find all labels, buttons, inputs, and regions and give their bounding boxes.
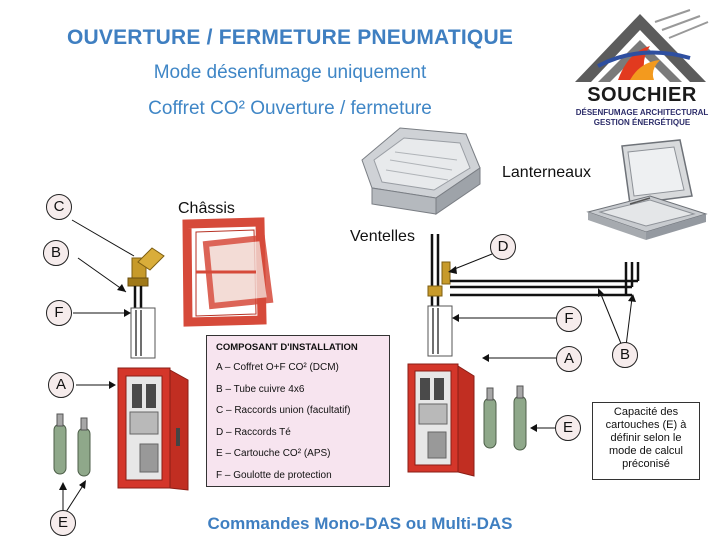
arrow-left-f [124, 309, 131, 317]
arrow-left-e-2 [79, 480, 86, 489]
legend-item: D – Raccords Té [216, 426, 291, 438]
marker-right-e: E [555, 415, 581, 441]
page-subtitle-mode: Mode désenfumage uniquement [153, 62, 427, 83]
marker-left-c: C [46, 194, 72, 220]
arrow-right-b-2 [628, 294, 636, 302]
marker-left-e: E [50, 510, 76, 536]
marker-left-a: A [48, 372, 74, 398]
arrow-left-e-1 [59, 482, 67, 490]
legend-item: A – Coffret O+F CO² (DCM) [216, 362, 339, 373]
souchier-logo-tagline: DÉSENFUMAGE ARCHITECTURAL GESTION ÉNERGÉ… [575, 108, 709, 127]
lanterneau-unit [586, 139, 708, 240]
capacity-note: Capacité des cartouches (E) à définir se… [592, 402, 700, 480]
label-lanterneaux: Lanterneaux [502, 164, 591, 181]
arrow-left-a [109, 381, 116, 389]
legend-item: B – Tube cuivre 4x6 [216, 383, 305, 395]
arrow-right-d [448, 266, 457, 274]
arrow-right-b-1 [598, 288, 604, 297]
arrow-right-e [530, 424, 537, 432]
left-fitting [127, 247, 165, 287]
page-subtitle-coffret: Coffret CO² Ouverture / fermeture [148, 98, 432, 119]
right-co2-cabinet [407, 363, 475, 477]
marker-right-b: B [612, 342, 638, 368]
arrow-left-c [71, 219, 135, 257]
marker-right-f: F [556, 306, 582, 332]
left-duct [130, 307, 156, 359]
left-co2-cabinet [117, 367, 189, 491]
legend-item: E – Cartouche CO² (APS) [216, 448, 331, 459]
left-co2-cylinders [53, 413, 91, 477]
marker-right-d: D [490, 234, 516, 260]
page-title: OUVERTURE / FERMETURE PNEUMATIQUE [66, 26, 514, 49]
label-ventelles: Ventelles [350, 228, 415, 245]
chassis-frame [182, 217, 274, 327]
souchier-logo-graphic [575, 9, 709, 82]
label-chassis: Châssis [178, 200, 235, 217]
right-piping [427, 234, 640, 306]
arrow-right-f [452, 314, 459, 322]
arrow-left-b [117, 284, 126, 292]
legend-item: F – Goulotte de protection [216, 469, 332, 481]
right-co2-cylinders [483, 385, 527, 451]
legend-title: COMPOSANT D'INSTALLATION [216, 342, 358, 353]
marker-right-a: A [556, 346, 582, 372]
arrow-right-a [482, 354, 489, 362]
marker-left-b: B [43, 240, 69, 266]
right-duct [427, 305, 453, 357]
marker-left-f: F [46, 300, 72, 326]
component-legend: COMPOSANT D'INSTALLATION A – Coffret O+F… [206, 335, 390, 487]
souchier-logo-name: SOUCHIER [587, 84, 697, 106]
ventelles-unit [361, 127, 481, 215]
legend-item: C – Raccords union (facultatif) [216, 405, 351, 416]
footer-caption: Commandes Mono-DAS ou Multi-DAS [207, 514, 513, 533]
